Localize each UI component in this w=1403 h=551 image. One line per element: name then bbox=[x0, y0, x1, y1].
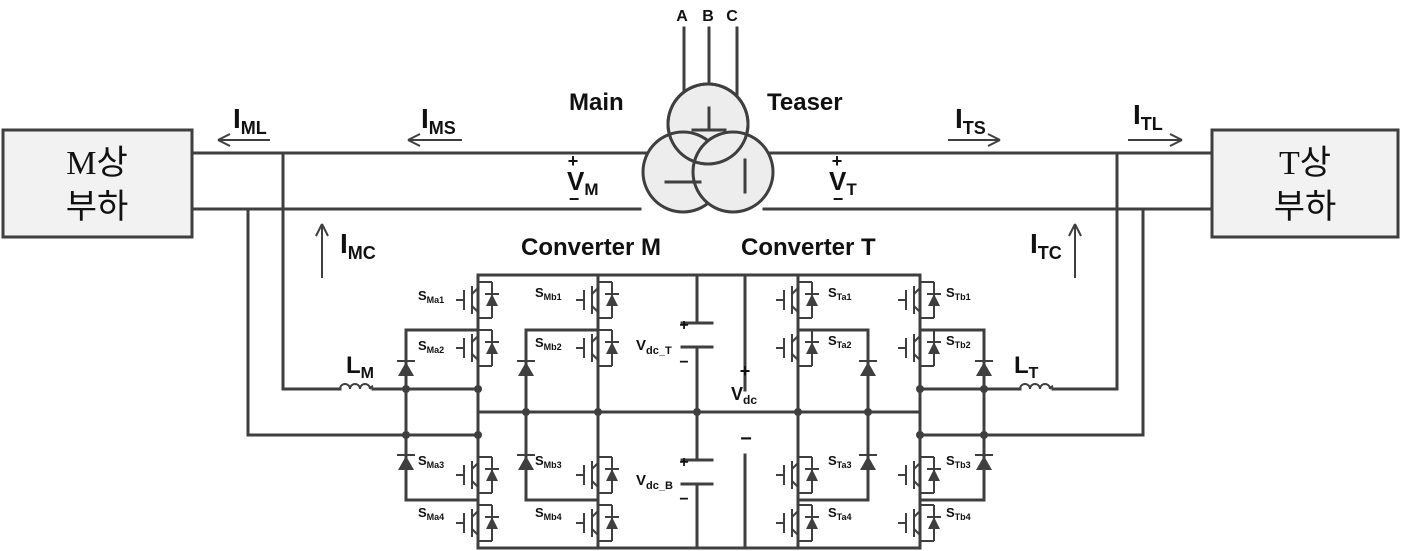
capacitor-bottom bbox=[680, 458, 714, 486]
m-load-line1: M상 bbox=[66, 145, 128, 182]
sta4-label: STa4 bbox=[828, 505, 852, 522]
t-phase-load-box bbox=[1210, 128, 1400, 239]
smb2-label: SMb2 bbox=[535, 335, 562, 352]
vdc-plus: + bbox=[740, 361, 751, 381]
sma3-label: SMa3 bbox=[418, 453, 444, 470]
stb3-label: STb3 bbox=[946, 453, 971, 470]
m-phase-load-box bbox=[1, 128, 194, 239]
phase-c-label: C bbox=[726, 8, 738, 25]
teaser-winding-label: Teaser bbox=[767, 89, 843, 116]
vm-label: VM bbox=[567, 166, 599, 199]
vm-plus: + bbox=[568, 151, 579, 171]
itl-label: ITL bbox=[1133, 99, 1163, 134]
sta2-label: STa2 bbox=[828, 333, 852, 350]
capacitor-top bbox=[680, 321, 714, 349]
cap-top-plus: + bbox=[679, 317, 688, 334]
sta3-label: STa3 bbox=[828, 453, 852, 470]
cap-bottom-plus: + bbox=[679, 454, 688, 471]
stb1-label: STb1 bbox=[946, 285, 971, 302]
t-load-line1: T상 bbox=[1279, 145, 1331, 182]
lm-label: LM bbox=[346, 352, 374, 382]
cap-bottom-minus: − bbox=[679, 491, 688, 508]
scott-transformer bbox=[641, 82, 775, 214]
t-inductor bbox=[1019, 383, 1054, 390]
smb1-label: SMb1 bbox=[535, 285, 562, 302]
converter-m-label: Converter M bbox=[521, 234, 661, 261]
ac-lines bbox=[190, 151, 1214, 211]
vt-plus: + bbox=[832, 151, 843, 171]
vt-minus: − bbox=[833, 189, 844, 209]
imc-label: IMC bbox=[340, 228, 376, 263]
vdc-minus: − bbox=[740, 428, 752, 450]
smb4-label: SMb4 bbox=[535, 505, 562, 522]
m-side-wiring bbox=[246, 151, 480, 437]
t-side-wiring bbox=[918, 151, 1145, 437]
sma4-label: SMa4 bbox=[418, 505, 444, 522]
phase-a-label: A bbox=[676, 8, 688, 25]
phase-b-label: B bbox=[702, 8, 714, 25]
sma2-label: SMa2 bbox=[418, 338, 444, 355]
smb3-label: SMb3 bbox=[535, 453, 562, 470]
m-inductor bbox=[339, 383, 374, 390]
itc-label: ITC bbox=[1030, 228, 1062, 263]
vdc-b-label: Vdc_B bbox=[636, 472, 673, 492]
vt-label: VT bbox=[829, 166, 857, 199]
converter-t-label: Converter T bbox=[741, 234, 876, 261]
ims-label: IMS bbox=[421, 103, 456, 138]
its-label: ITS bbox=[955, 103, 986, 138]
sma1-label: SMa1 bbox=[418, 288, 444, 305]
stb2-label: STb2 bbox=[946, 333, 971, 350]
main-winding-label: Main bbox=[569, 89, 624, 116]
m-load-line2: 부하 bbox=[66, 189, 129, 226]
stb4-label: STb4 bbox=[946, 505, 971, 522]
current-arrows bbox=[217, 133, 1183, 278]
iml-label: IML bbox=[233, 103, 267, 138]
lt-label: LT bbox=[1014, 352, 1039, 382]
sta1-label: STa1 bbox=[828, 285, 852, 302]
vdc-t-label: Vdc_T bbox=[636, 337, 672, 357]
junction-dots bbox=[402, 385, 988, 439]
t-load-line2: 부하 bbox=[1274, 189, 1337, 226]
cap-top-minus: − bbox=[679, 354, 688, 371]
vm-minus: − bbox=[569, 189, 580, 209]
vdc-label: Vdc bbox=[731, 384, 757, 407]
